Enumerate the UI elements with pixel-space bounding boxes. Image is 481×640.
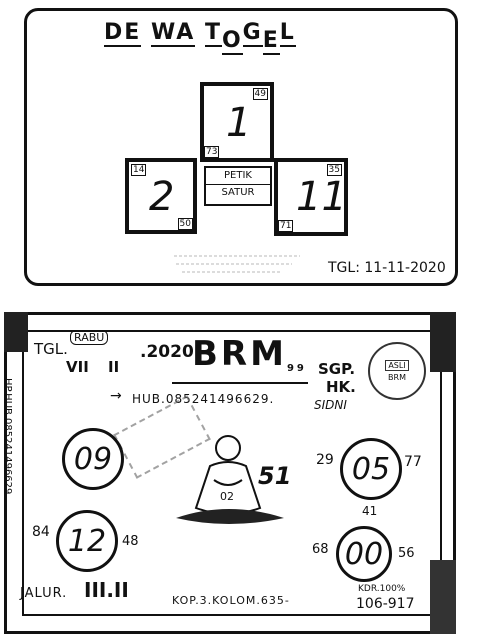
- right-box-number: 11: [296, 174, 347, 220]
- market-sidni: SIDNI: [314, 398, 347, 412]
- corner-mark: [430, 312, 456, 372]
- main-box-corner: 49: [252, 88, 268, 100]
- title-part: E: [262, 28, 280, 55]
- market-sgp: SGP.: [318, 360, 356, 378]
- main-box-number: 1: [226, 100, 252, 146]
- title-part: G: [242, 20, 263, 47]
- left-box: 14 2 50: [125, 158, 197, 234]
- circle-side-number: 56: [398, 546, 415, 561]
- kdr-value: 106-917: [356, 596, 415, 612]
- right-box: 35 11 71: [274, 158, 348, 236]
- circle-side-number: 84: [32, 524, 50, 540]
- bottom-day: RABU: [70, 330, 109, 345]
- center-label-line: SATUR: [221, 187, 255, 198]
- brand: BRM99: [192, 334, 307, 374]
- number-circle: 09: [62, 428, 124, 490]
- bottom-date-part: II: [108, 358, 120, 376]
- seal-text: BRM: [388, 373, 406, 382]
- brand-sup: 99: [286, 363, 307, 374]
- title-part: O: [221, 28, 243, 55]
- title-part: DE: [104, 20, 142, 47]
- faded-stamp: [172, 248, 302, 276]
- side-phone: HP.HUB.085241496629: [2, 378, 13, 495]
- center-number: 51: [258, 462, 292, 490]
- circle-side-number: 41: [362, 504, 378, 518]
- stamp-scribble: [174, 255, 300, 273]
- brand-text: BRM: [192, 334, 287, 374]
- seal-text: ASLI: [385, 360, 409, 371]
- left-box-number: 2: [149, 174, 175, 220]
- top-date: TGL: 11-11-2020: [328, 260, 446, 276]
- corner-mark: [4, 312, 28, 352]
- bottom-date-prefix: TGL.: [34, 340, 68, 358]
- bottom-date-part: VII: [66, 358, 89, 376]
- kop-kolom: KOP.3.KOLOM.635-: [172, 594, 290, 607]
- title-part: L: [279, 20, 296, 47]
- jalur-value: III.II: [84, 578, 129, 602]
- right-box-corner: 35: [326, 164, 342, 176]
- bottom-card: [4, 312, 456, 634]
- circle-side-number: 48: [122, 534, 139, 549]
- title-part: WA: [150, 20, 196, 47]
- seal-stamp: ASLI BRM: [368, 342, 426, 400]
- main-box-small: 73: [204, 146, 220, 158]
- main-box: 49 1 73: [200, 82, 274, 162]
- center-label: PETIK SATUR: [204, 166, 272, 206]
- number-circle: 00: [336, 526, 392, 582]
- center-label-line: PETIK: [206, 168, 270, 185]
- title: DE WA TOGEL: [104, 20, 296, 55]
- center-number: 02: [220, 490, 234, 503]
- market-hk: HK.: [326, 378, 356, 396]
- right-box-small: 71: [278, 220, 294, 232]
- circle-side-number: 77: [404, 454, 422, 470]
- bottom-card-inner-border: [22, 330, 442, 616]
- circle-side-number: 29: [316, 452, 334, 468]
- hub-arrow: →: [110, 388, 122, 404]
- corner-mark: [430, 560, 456, 634]
- left-box-corner: 14: [131, 164, 147, 176]
- number-circle: 12: [56, 510, 118, 572]
- top-card: [24, 8, 458, 286]
- circle-side-number: 68: [312, 542, 329, 557]
- bottom-date-part: .2020: [140, 342, 194, 362]
- hub-number: HUB.085241496629.: [132, 392, 275, 406]
- kdr-label: KDR.100%: [358, 584, 406, 594]
- monk-figure: [176, 435, 284, 524]
- brand-underline: [172, 382, 308, 384]
- title-part: T: [204, 20, 222, 47]
- jalur-label: JALUR.: [20, 586, 68, 601]
- left-box-small: 50: [177, 218, 193, 230]
- number-circle: 05: [340, 438, 402, 500]
